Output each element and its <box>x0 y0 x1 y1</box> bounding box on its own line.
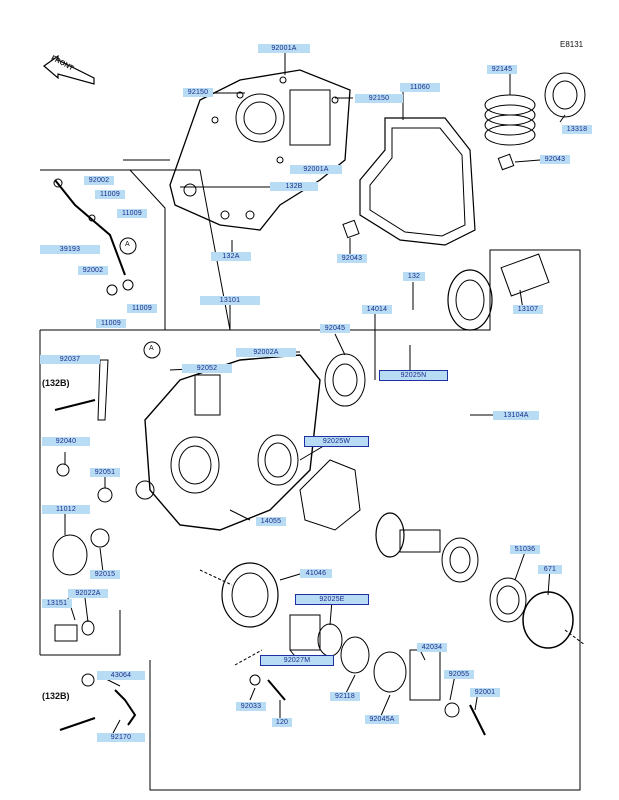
part-label-92022a[interactable]: 92022A <box>68 589 108 598</box>
part-label-92025n[interactable]: 92025N <box>379 370 448 381</box>
part-label-13318[interactable]: 13318 <box>562 125 592 134</box>
part-label-92043-mid[interactable]: 92043 <box>337 254 367 263</box>
part-label-92002-top[interactable]: 92002 <box>84 176 114 185</box>
part-label-132-gear[interactable]: 132 <box>403 272 425 281</box>
part-label-92170[interactable]: 92170 <box>97 733 145 742</box>
part-label-13107[interactable]: 13107 <box>513 305 543 314</box>
part-label-41046[interactable]: 41046 <box>300 569 332 578</box>
part-label-92001a-top[interactable]: 92001A <box>258 44 310 53</box>
final-gear-case <box>144 354 321 531</box>
part-label-39193[interactable]: 39193 <box>40 245 100 254</box>
part-label-92040[interactable]: 92040 <box>42 437 90 446</box>
part-label-92015[interactable]: 92015 <box>90 570 120 579</box>
diagram-code: E8131 <box>560 40 584 49</box>
part-label-14014[interactable]: 14014 <box>362 305 392 314</box>
pinion-gear <box>375 512 479 583</box>
part-label-11009-b[interactable]: 11009 <box>117 209 147 218</box>
part-label-13101[interactable]: 13101 <box>200 296 260 305</box>
part-label-14055[interactable]: 14055 <box>256 517 286 526</box>
part-label-92025e[interactable]: 92025E <box>295 594 369 605</box>
breather-pipe <box>53 178 134 296</box>
bolt-ref-top: (132B) <box>42 378 70 388</box>
bevel-gear <box>447 253 550 331</box>
part-label-42034[interactable]: 42034 <box>417 643 447 652</box>
gasket <box>359 117 476 246</box>
part-label-92033[interactable]: 92033 <box>236 702 266 711</box>
part-label-43064[interactable]: 43064 <box>97 671 145 680</box>
part-label-92025w[interactable]: 92025W <box>304 436 369 447</box>
part-label-92001[interactable]: 92001 <box>470 688 500 697</box>
part-label-92037[interactable]: 92037 <box>40 355 100 364</box>
part-label-132b-cover[interactable]: 132B <box>270 182 318 191</box>
part-label-92002-low[interactable]: 92002 <box>78 266 108 275</box>
part-label-11009-d[interactable]: 11009 <box>96 319 126 328</box>
part-label-92051[interactable]: 92051 <box>90 468 120 477</box>
part-label-92055[interactable]: 92055 <box>444 670 474 679</box>
part-label-51036[interactable]: 51036 <box>510 545 540 554</box>
part-label-11009-c[interactable]: 11009 <box>127 304 157 313</box>
part-label-11009-a[interactable]: 11009 <box>95 190 125 199</box>
spring <box>484 94 536 146</box>
part-label-92001a-mid[interactable]: 92001A <box>290 165 342 174</box>
part-label-92045[interactable]: 92045 <box>320 324 350 333</box>
part-label-92118[interactable]: 92118 <box>330 692 360 701</box>
part-label-92043-right[interactable]: 92043 <box>540 155 570 164</box>
part-label-92150-right[interactable]: 92150 <box>355 94 403 103</box>
part-label-92150-left[interactable]: 92150 <box>183 88 213 97</box>
part-label-13104a[interactable]: 13104A <box>493 411 539 420</box>
part-label-13151[interactable]: 13151 <box>42 599 72 608</box>
part-label-120[interactable]: 120 <box>272 718 292 727</box>
part-label-92027m[interactable]: 92027M <box>260 655 334 666</box>
front-arrow-icon <box>43 54 95 85</box>
a-marker-mid: A <box>149 345 154 352</box>
part-label-92002a[interactable]: 92002A <box>236 348 296 357</box>
collar <box>544 72 586 118</box>
part-label-92145[interactable]: 92145 <box>487 65 517 74</box>
part-label-11060[interactable]: 11060 <box>400 83 440 92</box>
part-label-92045a[interactable]: 92045A <box>365 715 399 724</box>
a-marker-top: A <box>125 241 130 248</box>
part-label-11012[interactable]: 11012 <box>42 505 90 514</box>
part-label-92052[interactable]: 92052 <box>182 364 232 373</box>
part-label-671[interactable]: 671 <box>538 565 562 574</box>
bolt-ref-bottom: (132B) <box>42 691 70 701</box>
part-label-132a[interactable]: 132A <box>211 252 251 261</box>
